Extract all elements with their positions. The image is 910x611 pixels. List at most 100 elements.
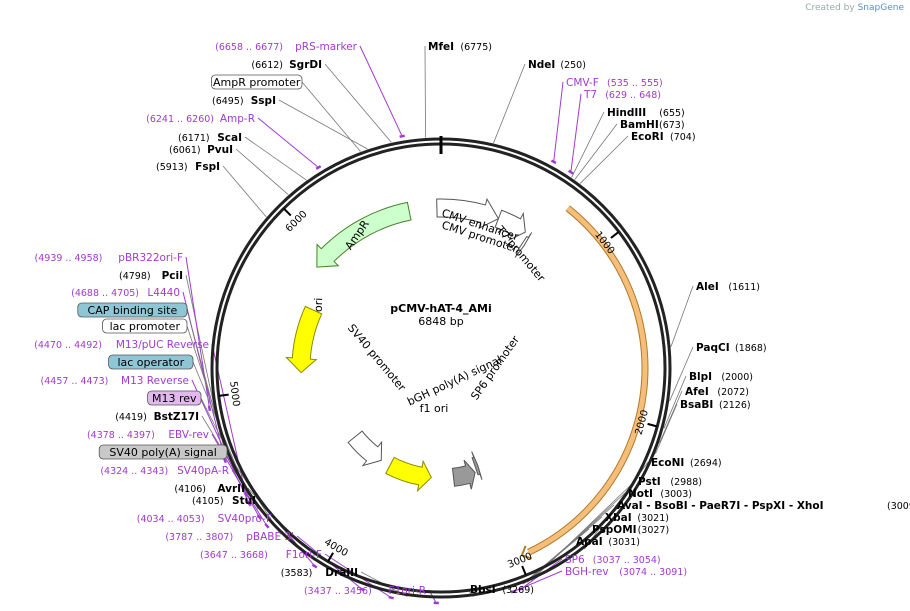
feature-label-5: SV40 promoter [345,322,409,394]
site-name: FspI [195,161,220,173]
feature-leader-line [301,81,361,152]
primer-label-0: pRS-marker(6658 .. 6677) [215,41,358,53]
site-label-10: EcoNI(2694) [651,457,722,469]
primer-label-4: pBR322ori-F (4939 .. 4958) [35,252,183,264]
site-label-11: PstI(2988) [638,476,702,488]
site-label-15: PspOMI(3027) [592,524,669,536]
site-position: (2694) [690,458,722,469]
site-leader-line [493,63,526,144]
primer-range: (4939 .. 4958) [35,253,103,264]
site-name: EcoRI [631,131,664,143]
site-name: AfeI [685,386,709,398]
feature-box-text: lac promoter [110,320,181,333]
feature-box-text: M13 rev [152,392,197,405]
site-position: (3269) [502,585,534,596]
site-label-4: EcoRI(704) [631,131,696,143]
primer-name: M13 Reverse [121,375,189,387]
site-label-7: BlpI(2000) [689,371,753,383]
primer-leader-line [570,93,582,173]
tick-mark-4000 [327,552,334,562]
primer-name: SV40pro-F [218,513,272,525]
primer-range: (3647 .. 3668) [200,550,268,561]
primer-leader-line [513,570,563,592]
tick-label-3000: 3000 [506,551,534,571]
site-label-6: PaqCI(1868) [696,342,767,354]
site-position: (4798) [119,271,151,282]
primer-label-11: pBABE 3'(3787 .. 3807) [165,531,294,543]
snapgene-logo: SnapGene [857,3,904,13]
primer-label-10: SV40pro-F(4034 .. 4053) [137,513,272,525]
site-label-19: (4105)StuI [192,495,256,507]
site-label-20: (4106) AvrII [174,483,245,495]
primer-range: (3787 .. 3807) [165,532,233,543]
primer-label-1: Amp-R(6241 .. 6260) [146,113,255,125]
site-name: NdeI [528,59,555,71]
site-name: MfeI [428,41,454,53]
site-position: (6171) [178,133,210,144]
primer-binding-mark [388,595,394,600]
primer-name: L4440 [147,287,180,299]
site-leader-line [574,123,618,180]
primer-range: (3074 .. 3091) [619,567,687,578]
primer-range: (4324 .. 4343) [100,466,168,477]
feature-box-label-5: SV40 poly(A) signal [98,444,228,460]
site-position: (6775) [460,42,492,53]
primer-name: F1ori-F [286,549,322,561]
site-position: (4106) [174,484,206,495]
site-label-8: AfeI(2072) [685,386,749,398]
orf-arc [520,205,649,560]
primer-binding-mark [246,500,252,507]
site-label-25: (6171) ScaI [178,132,242,144]
site-name: BbsI [470,584,496,596]
site-position: (3021) [637,513,669,524]
site-label-1: NdeI (250) [528,59,586,71]
site-position: (250) [560,60,586,71]
primer-name: pBR322ori-F [118,252,183,264]
feature-box-text: AmpR promoter [213,76,301,89]
primer-range: (629 .. 648) [605,90,661,101]
feature-box-label-1: CAP binding site [77,302,188,318]
feature-box-label-3: lac operator [108,354,194,370]
feature-arrow-8 [471,451,483,480]
primer-leader-line [231,469,268,527]
site-position: (2126) [719,400,751,411]
site-position: (673) [659,120,685,131]
tick-label-5000: 5000 [227,381,241,408]
feature-arrow-6 [385,456,432,493]
primer-label-12: F1ori-F (3647 .. 3668) [200,549,322,561]
site-leader-line [424,45,426,138]
primer-name: Amp-R [220,113,255,125]
primer-range: (6658 .. 6677) [215,42,283,53]
site-name: AvrII [217,483,245,495]
feature-arrow-0 [436,197,500,230]
site-name: ScaI [217,132,242,144]
plasmid-size: 6848 bp [418,315,463,328]
snapgene-watermark: Created by SnapGene [805,3,904,13]
site-label-13: AvaI - BsoBI - PaeR7I - PspXI - XhoI(300… [617,500,910,512]
site-position: (3583) [281,568,313,579]
site-leader-line [278,99,368,150]
site-leader-line [324,63,392,143]
primer-range: (4688 .. 4705) [71,288,139,299]
primer-binding-mark [550,159,557,165]
feature-box-text: CAP binding site [88,304,178,317]
site-position: (1868) [735,343,767,354]
feature-arrow-3 [316,201,412,268]
site-label-5: AleI(1611) [696,281,760,293]
site-leader-line [235,148,289,195]
site-name: StuI [232,495,256,507]
primer-label-9: SV40pA-R(4324 .. 4343) [100,465,229,477]
primer-binding-mark [207,405,212,412]
site-position: (655) [659,108,685,119]
feature-box [98,444,228,460]
site-name: BlpI [689,371,712,383]
tick-mark-3000 [521,565,527,576]
primer-label-8: EBV-rev(4378 .. 4397) [87,429,209,441]
primer-binding-mark [315,165,322,170]
primer-label-2: CMV-F(535 .. 555) [566,77,663,89]
feature-box-text: SV40 poly(A) signal [109,446,216,459]
site-label-26: (6495)SspI [212,95,276,107]
primer-range: (4378 .. 4397) [87,430,155,441]
tick-label-4000: 4000 [322,537,350,559]
